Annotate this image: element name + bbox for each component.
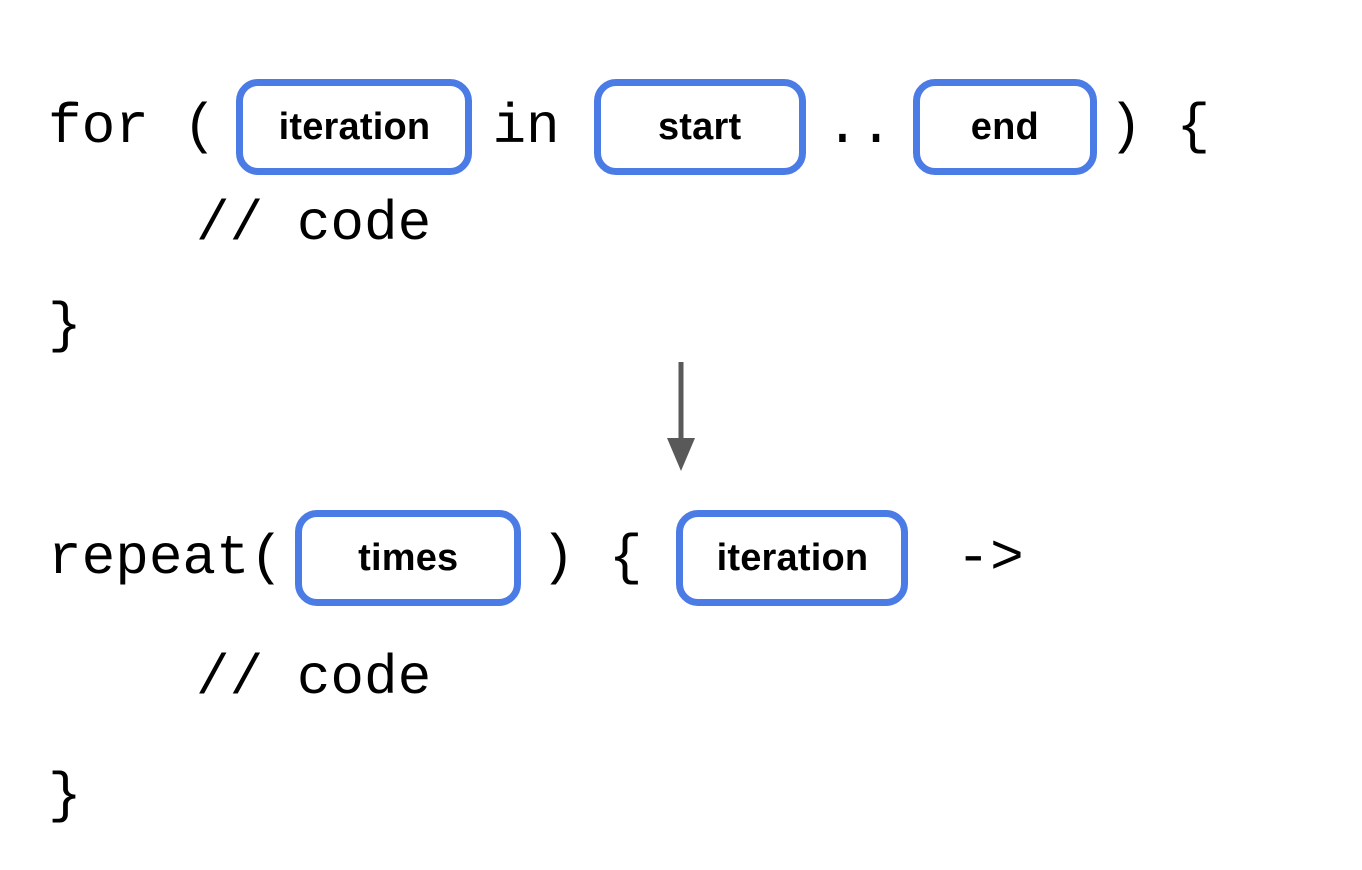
slot-end[interactable]: end xyxy=(912,79,1097,175)
close-paren: ) xyxy=(541,526,575,590)
in-keyword: in xyxy=(492,95,560,159)
slot-times[interactable]: times xyxy=(295,510,522,606)
after-signature-line: repeat ( times ) { iteration -> xyxy=(48,510,1024,606)
open-paren: ( xyxy=(249,526,284,590)
code-comment: // code xyxy=(196,646,432,710)
open-brace: { xyxy=(608,526,643,590)
before-close-brace-line: } xyxy=(48,298,82,354)
for-keyword: for xyxy=(48,95,149,159)
code-comment: // code xyxy=(196,192,432,256)
before-comment-line: // code xyxy=(196,196,431,252)
slot-iteration[interactable]: iteration xyxy=(236,79,473,175)
after-close-brace-line: } xyxy=(48,768,82,824)
repeat-function-name: repeat xyxy=(48,526,250,590)
before-signature-line: for ( iteration in start .. end ) { xyxy=(48,79,1210,175)
after-comment-line: // code xyxy=(196,650,431,706)
lambda-arrow: -> xyxy=(956,526,1024,590)
range-operator: .. xyxy=(825,95,893,159)
open-paren: ( xyxy=(182,95,217,159)
down-arrow-icon xyxy=(667,362,695,471)
open-brace: { xyxy=(1176,95,1211,159)
close-brace: } xyxy=(48,294,82,358)
close-paren: ) xyxy=(1108,95,1143,159)
slot-start[interactable]: start xyxy=(593,79,806,175)
transformation-arrow xyxy=(655,358,707,474)
close-brace: } xyxy=(48,764,82,828)
slot-iteration[interactable]: iteration xyxy=(676,510,909,606)
